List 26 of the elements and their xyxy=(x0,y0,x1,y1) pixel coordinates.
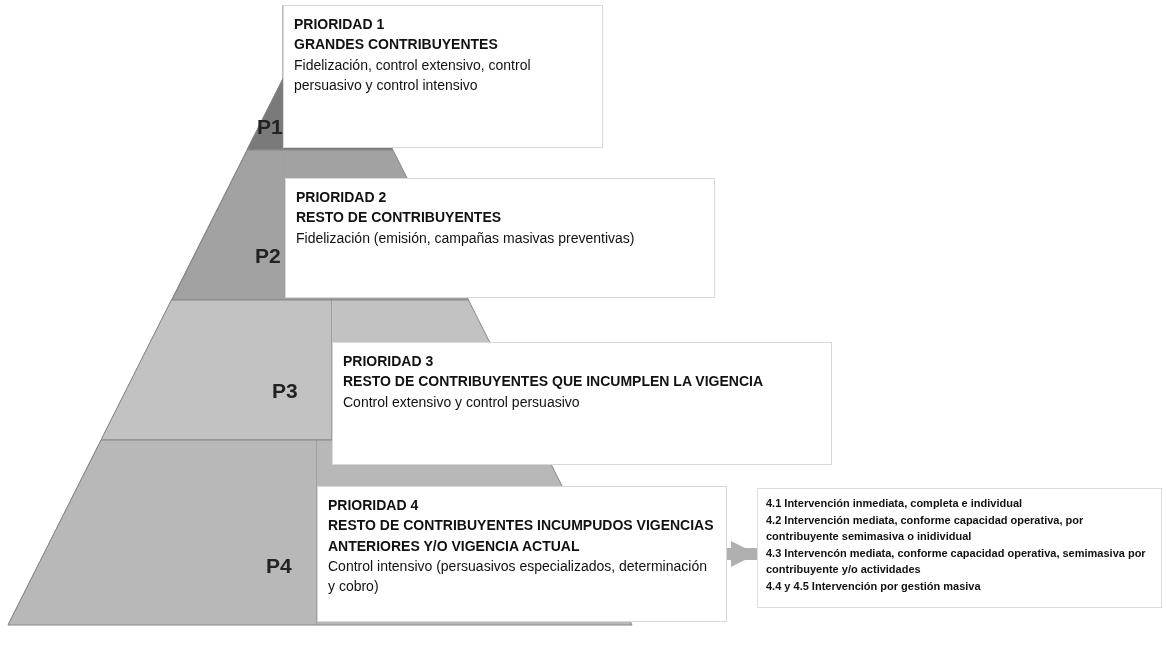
text-box xyxy=(285,178,715,298)
text-box xyxy=(283,5,603,148)
text-line: Fidelización, control extensivo, control persuasivo y control intensivo xyxy=(294,55,532,95)
text-line: Control extensivo y control persuasivo xyxy=(343,392,581,412)
text-box xyxy=(332,342,832,465)
list-box xyxy=(757,488,1162,608)
text-line: GRANDES CONTRIBUYENTES xyxy=(294,35,499,55)
text-line: Control intensivo (persuasivos especializados, determinación y cobro) xyxy=(328,556,708,597)
tier-label: P4 xyxy=(266,555,292,576)
list-item: 4.3 Intervencón mediata, conforme capacidad operativa, semimasiva por contribuyente y/o actividades xyxy=(766,545,1147,577)
list-item: 4.1 Intervención inmediata, completa e individual xyxy=(766,496,1024,511)
text-line: RESTO DE CONTRIBUYENTES INCUMPUDOS VIGENCIAS ANTERIORES Y/O VIGENCIA ACTUAL xyxy=(328,516,715,556)
text-line: Fidelización (emisión, campañas masivas preventivas) xyxy=(296,228,636,248)
block-arrow xyxy=(727,540,757,568)
tier-label: P1 xyxy=(257,116,283,137)
priority-heading: PRIORIDAD 2 xyxy=(296,188,388,207)
tier-label: P3 xyxy=(272,380,298,401)
priority-heading: PRIORIDAD 4 xyxy=(328,496,420,515)
priority-heading: PRIORIDAD 1 xyxy=(294,15,386,34)
list-item: 4.2 Intervención mediata, conforme capacidad operativa, por contribuyente semimasiva o inidividual xyxy=(766,512,1085,544)
text-line: RESTO DE CONTRIBUYENTES xyxy=(296,208,503,228)
text-line: RESTO DE CONTRIBUYENTES QUE INCUMPLEN LA VIGENCIA xyxy=(343,372,765,392)
tier-label: P2 xyxy=(255,245,281,266)
list-item: 4.4 y 4.5 Intervención por gestión masiva xyxy=(766,578,982,594)
text-box xyxy=(317,486,727,622)
priority-heading: PRIORIDAD 3 xyxy=(343,352,435,371)
